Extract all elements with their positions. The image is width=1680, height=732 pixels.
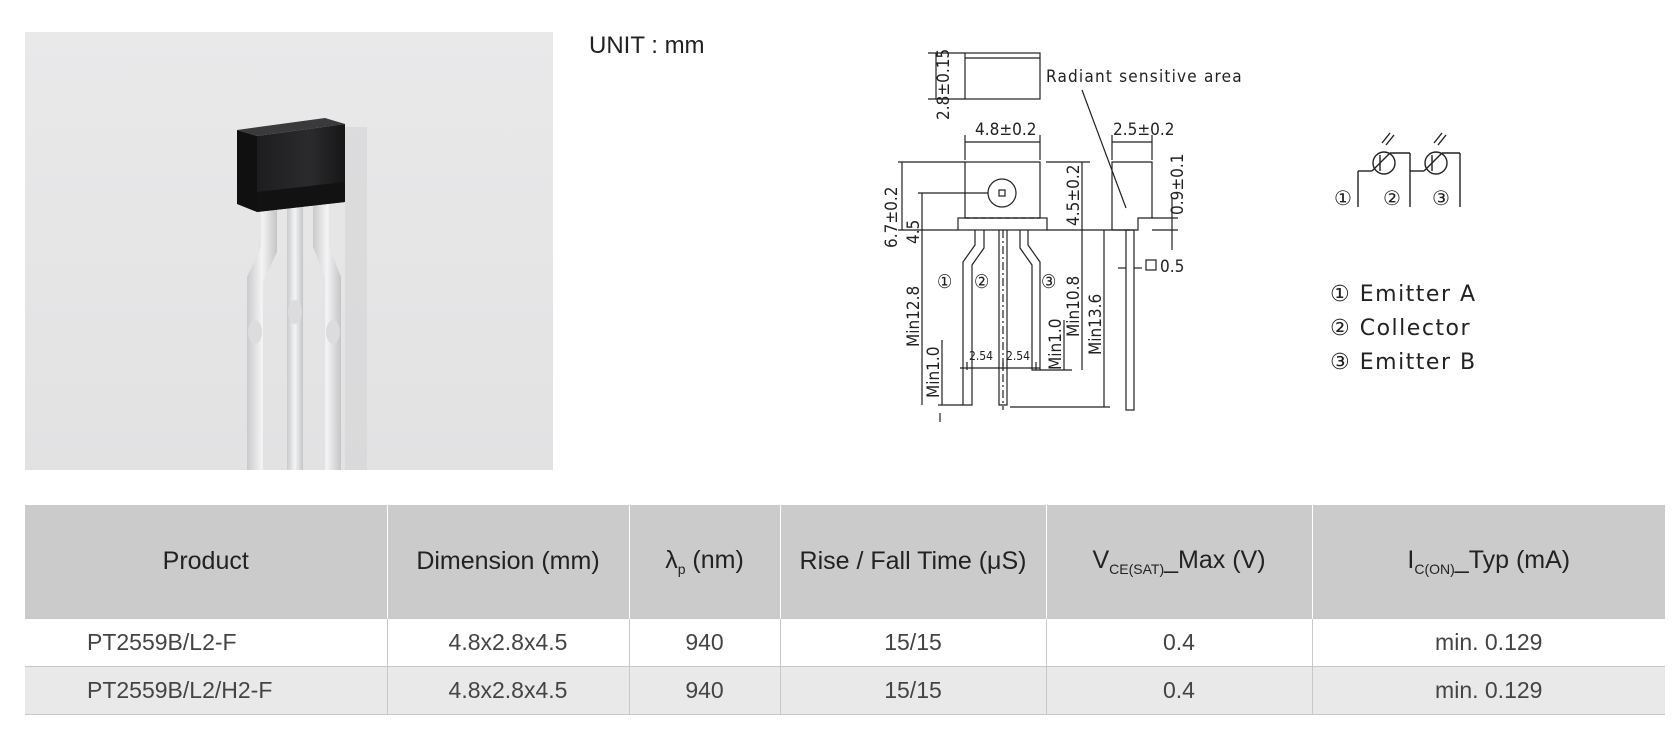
pin-legend-item: ③ Emitter B — [1330, 346, 1477, 380]
table-row: PT2559B/L2/H2-F 4.8x2.8x4.5 940 15/15 0.… — [25, 666, 1665, 715]
pin-name: Emitter A — [1359, 282, 1477, 307]
cell-dimension: 4.8x2.8x4.5 — [387, 618, 630, 667]
dim-lead-square: 0.5 — [1160, 257, 1184, 277]
dim-total-height: 6.7±0.2 — [882, 187, 902, 248]
pin-mark-3: ③ — [1041, 271, 1056, 293]
dim-min-1-0-left: Min1.0 — [924, 347, 944, 398]
header-wavelength: λp (nm) — [629, 505, 781, 619]
side-view-body — [1111, 161, 1153, 231]
schem-pin-2: ② — [1383, 186, 1401, 210]
dim-sensor-height: 2.8±0.15 — [934, 49, 954, 120]
product-photo — [25, 32, 553, 470]
dim-body-height: 4.5±0.2 — [1064, 165, 1084, 226]
light-arrow-icon — [1381, 132, 1395, 146]
header-vce: VCE(SAT)_Max (V) — [1046, 505, 1313, 619]
table-row: PT2559B/L2-F 4.8x2.8x4.5 940 15/15 0.4 m… — [25, 618, 1665, 667]
pin-num: ② — [1330, 316, 1352, 341]
pin-name: Collector — [1359, 316, 1472, 341]
dim-pitch-a: 2.54 — [969, 349, 993, 363]
dim-height-45: 4.5 — [904, 220, 924, 244]
cell-product: PT2559B/L2-F — [25, 618, 388, 667]
dim-min-13-6: Min13.6 — [1086, 294, 1106, 355]
phototransistor-image — [25, 32, 553, 470]
pin-num: ① — [1330, 282, 1352, 307]
schem-pin-1: ① — [1334, 186, 1352, 210]
cell-product: PT2559B/L2/H2-F — [25, 666, 388, 715]
pin-mark-2: ② — [974, 271, 989, 293]
transistor-a-icon — [1372, 151, 1396, 175]
cell-wavelength: 940 — [629, 618, 781, 667]
circuit-schematic: ① ② ③ — [1320, 125, 1490, 235]
pin-legend-item: ② Collector — [1330, 312, 1477, 346]
cell-dimension: 4.8x2.8x4.5 — [387, 666, 630, 715]
header-ic: IC(ON)_Typ (mA) — [1312, 505, 1665, 619]
cell-ic: min. 0.129 — [1312, 666, 1665, 715]
dimension-drawing: 2.8±0.15 Radiant sensitive area 4.8±0.2 … — [860, 20, 1280, 460]
pin-legend-item: ① Emitter A — [1330, 278, 1477, 312]
table-header-row: Product Dimension (mm) λp (nm) Rise / Fa… — [25, 505, 1665, 619]
cell-wavelength: 940 — [629, 666, 781, 715]
pin-name: Emitter B — [1359, 350, 1477, 375]
dim-width: 4.8±0.2 — [975, 120, 1036, 140]
light-arrow-icon-b — [1433, 132, 1447, 146]
pin-num: ③ — [1330, 350, 1352, 375]
dim-side-width: 2.5±0.2 — [1113, 120, 1174, 140]
cell-ic: min. 0.129 — [1312, 618, 1665, 667]
cell-vce: 0.4 — [1046, 618, 1313, 667]
header-product: Product — [25, 505, 388, 619]
dim-tab-height: 0.9±0.1 — [1168, 154, 1188, 215]
transistor-b-icon — [1424, 151, 1448, 175]
cell-vce: 0.4 — [1046, 666, 1313, 715]
header-rise-fall: Rise / Fall Time (μS) — [780, 505, 1047, 619]
header-dimension: Dimension (mm) — [387, 505, 630, 619]
spec-table: Product Dimension (mm) λp (nm) Rise / Fa… — [25, 505, 1665, 715]
dim-min-12-8: Min12.8 — [904, 286, 924, 347]
radiant-area-label: Radiant sensitive area — [1046, 67, 1243, 87]
cell-rise-fall: 15/15 — [780, 618, 1047, 667]
dim-min-1-0-right: Min1.0 — [1046, 319, 1066, 370]
pin-mark-1: ① — [937, 271, 952, 293]
dim-min-10-8: Min10.8 — [1064, 276, 1084, 337]
dim-pitch-b: 2.54 — [1006, 349, 1030, 363]
cell-rise-fall: 15/15 — [780, 666, 1047, 715]
schem-pin-3: ③ — [1432, 186, 1450, 210]
pin-legend: ① Emitter A ② Collector ③ Emitter B — [1330, 278, 1477, 380]
sensor-top-view — [964, 52, 1041, 100]
unit-label: UNIT : mm — [589, 32, 705, 59]
